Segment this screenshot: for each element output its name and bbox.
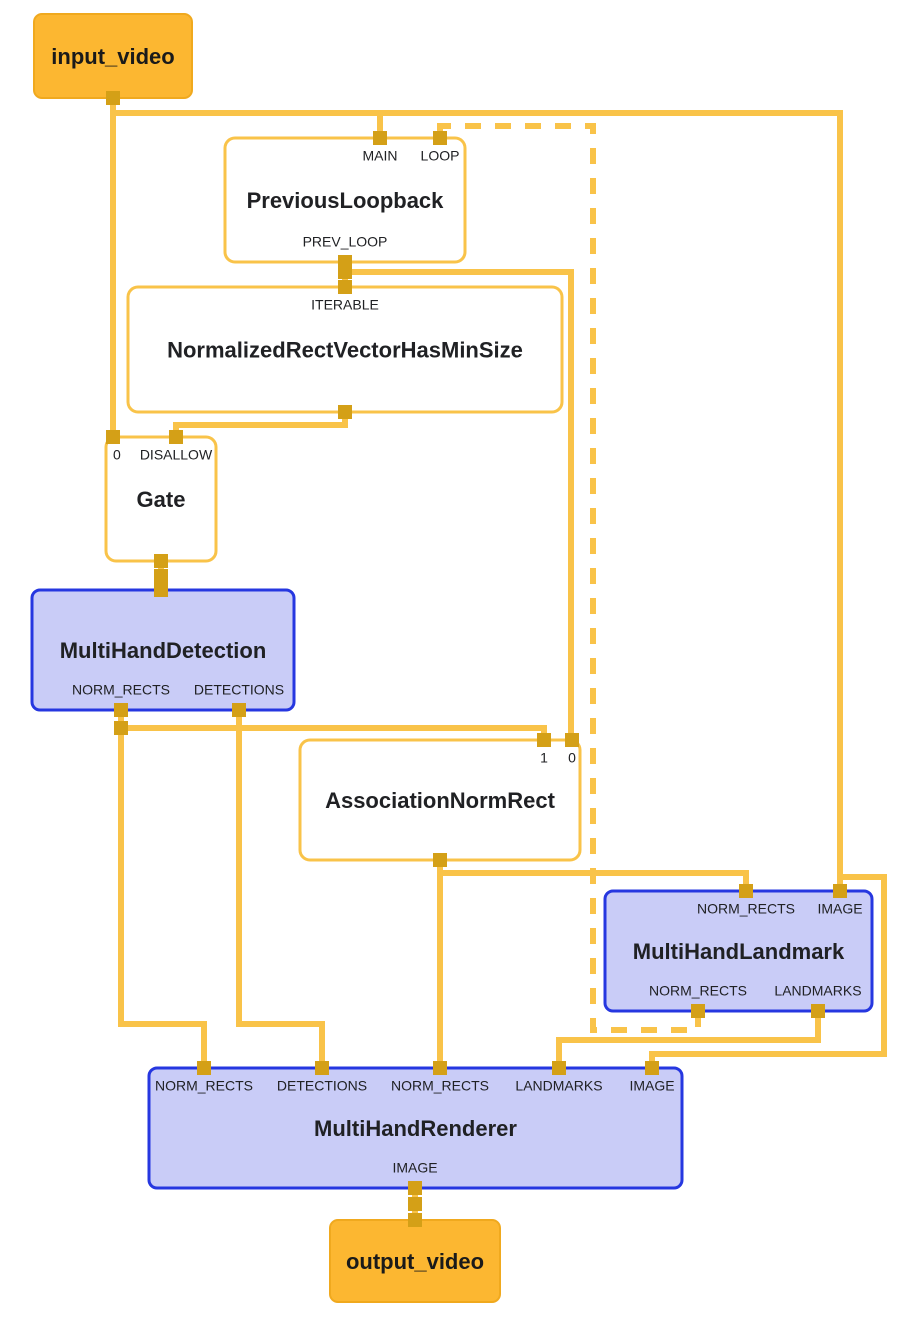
node-label-input_video: input_video	[51, 44, 174, 69]
port-in-multi_hand_renderer-NORM_RECTS[interactable]	[197, 1061, 211, 1075]
port-in-gate-0[interactable]	[106, 430, 120, 444]
port-in-multi_hand_landmark-IMAGE[interactable]	[833, 884, 847, 898]
port-out-multi_hand_renderer-IMAGE[interactable]	[408, 1181, 422, 1195]
port-label-in-multi_hand_renderer-IMAGE: IMAGE	[629, 1078, 674, 1094]
port-in-multi_hand_renderer-DETECTIONS[interactable]	[315, 1061, 329, 1075]
port-label-in-gate-DISALLOW: DISALLOW	[140, 447, 213, 463]
edge-junction-2	[154, 569, 168, 583]
port-in-previous_loopback-LOOP[interactable]	[433, 131, 447, 145]
edge-e-image-render	[649, 874, 887, 1068]
port-label-out-previous_loopback-PREV_LOOP: PREV_LOOP	[303, 234, 388, 250]
port-label-in-normalized_rect_vector_has_min_size-ITERABLE: ITERABLE	[311, 297, 379, 313]
port-out-input_video[interactable]	[106, 91, 120, 105]
port-label-in-previous_loopback-LOOP: LOOP	[421, 148, 460, 164]
node-label-gate: Gate	[137, 487, 186, 512]
port-in-multi_hand_renderer-LANDMARKS[interactable]	[552, 1061, 566, 1075]
port-out-association_norm_rect[interactable]	[433, 853, 447, 867]
edge-e-minsize-disallow	[173, 412, 348, 437]
port-label-in-multi_hand_landmark-IMAGE: IMAGE	[817, 901, 862, 917]
port-label-in-multi_hand_landmark-NORM_RECTS: NORM_RECTS	[697, 901, 795, 917]
edge-e-input-right	[113, 110, 843, 891]
port-out-multi_hand_detection-NORM_RECTS[interactable]	[114, 703, 128, 717]
port-label-in-multi_hand_renderer-NORM_RECTS: NORM_RECTS	[391, 1078, 489, 1094]
node-label-normalized_rect_vector_has_min_size: NormalizedRectVectorHasMinSize	[167, 337, 523, 362]
port-in-output_video[interactable]	[408, 1213, 422, 1227]
node-normalized_rect_vector_has_min_size[interactable]: NormalizedRectVectorHasMinSize ITERABLE	[126, 285, 564, 414]
edge-e-input-main	[110, 98, 383, 138]
node-association_norm_rect[interactable]: AssociationNormRect 1 0	[298, 738, 582, 862]
port-in-multi_hand_renderer-IMAGE[interactable]	[645, 1061, 659, 1075]
node-label-association_norm_rect: AssociationNormRect	[325, 788, 556, 813]
port-label-in-association_norm_rect-0: 0	[568, 750, 576, 766]
node-input_video[interactable]: input_video	[33, 13, 193, 99]
port-label-out-multi_hand_landmark-NORM_RECTS: NORM_RECTS	[649, 983, 747, 999]
node-label-multi_hand_detection: MultiHandDetection	[60, 638, 267, 663]
port-label-out-multi_hand_landmark-LANDMARKS: LANDMARKS	[774, 983, 861, 999]
edge-junction-1	[114, 721, 128, 735]
port-label-in-gate-0: 0	[113, 447, 121, 463]
port-label-in-multi_hand_renderer-NORM_RECTS: NORM_RECTS	[155, 1078, 253, 1094]
port-label-out-multi_hand_renderer-IMAGE: IMAGE	[392, 1160, 437, 1176]
port-label-in-multi_hand_renderer-DETECTIONS: DETECTIONS	[277, 1078, 367, 1094]
port-in-multi_hand_detection[interactable]	[154, 583, 168, 597]
node-label-multi_hand_renderer: MultiHandRenderer	[314, 1116, 517, 1141]
edge-e-landmark-loop	[437, 123, 701, 1033]
node-output_video[interactable]: output_video	[329, 1219, 501, 1303]
port-label-in-association_norm_rect-1: 1	[540, 750, 548, 766]
port-in-association_norm_rect-0[interactable]	[565, 733, 579, 747]
node-label-previous_loopback: PreviousLoopback	[247, 188, 445, 213]
port-label-out-multi_hand_detection-DETECTIONS: DETECTIONS	[194, 682, 284, 698]
port-in-gate-DISALLOW[interactable]	[169, 430, 183, 444]
node-previous_loopback[interactable]: PreviousLoopback MAIN LOOP PREV_LOOP	[223, 136, 467, 264]
port-layer	[106, 91, 847, 1227]
node-gate[interactable]: Gate 0 DISALLOW	[104, 435, 218, 563]
port-out-multi_hand_detection-DETECTIONS[interactable]	[232, 703, 246, 717]
port-out-gate[interactable]	[154, 554, 168, 568]
port-in-multi_hand_landmark-NORM_RECTS[interactable]	[739, 884, 753, 898]
node-label-output_video: output_video	[346, 1249, 484, 1274]
port-in-association_norm_rect-1[interactable]	[537, 733, 551, 747]
port-label-in-multi_hand_renderer-LANDMARKS: LANDMARKS	[515, 1078, 602, 1094]
port-in-multi_hand_renderer-NORM_RECTS[interactable]	[433, 1061, 447, 1075]
port-out-multi_hand_landmark-NORM_RECTS[interactable]	[691, 1004, 705, 1018]
port-out-multi_hand_landmark-LANDMARKS[interactable]	[811, 1004, 825, 1018]
node-multi_hand_renderer[interactable]: MultiHandRenderer NORM_RECTS DETECTIONS NOR…	[147, 1066, 684, 1190]
node-label-multi_hand_landmark: MultiHandLandmark	[633, 939, 845, 964]
port-out-normalized_rect_vector_has_min_size[interactable]	[338, 405, 352, 419]
port-label-in-previous_loopback-MAIN: MAIN	[363, 148, 398, 164]
edge-junction-0	[338, 265, 352, 279]
port-label-out-multi_hand_detection-NORM_RECTS: NORM_RECTS	[72, 682, 170, 698]
edge-e-landmarks-render	[556, 1011, 821, 1068]
port-in-normalized_rect_vector_has_min_size-ITERABLE[interactable]	[338, 280, 352, 294]
edge-e-prevloop-assoc0	[345, 269, 574, 740]
edge-e-normrects-render	[118, 710, 207, 1068]
edge-junction-3	[408, 1197, 422, 1211]
edge-e-detections-render	[236, 710, 325, 1068]
edge-e-normrects-assoc1	[118, 710, 547, 740]
node-box-multi_hand_landmark[interactable]	[603, 889, 874, 1013]
port-in-previous_loopback-MAIN[interactable]	[373, 131, 387, 145]
